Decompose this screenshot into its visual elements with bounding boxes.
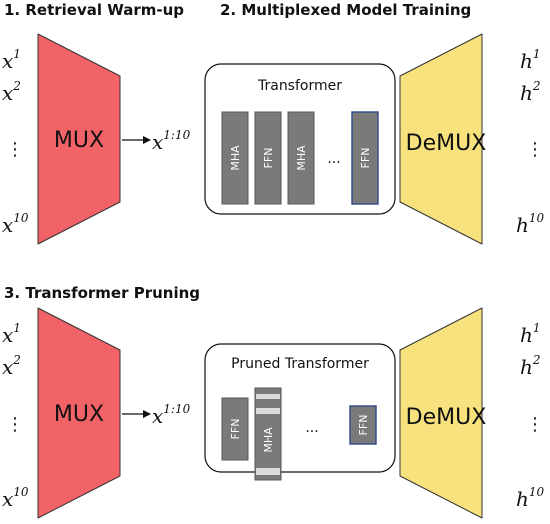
bottom-layer-ffn-1 (221, 397, 249, 461)
bottom-mixed-input: x1:10 (152, 402, 191, 428)
bottom-layer-ellipsis: ... (305, 420, 318, 436)
bottom-layer-ffn-2-label: FFN (357, 415, 370, 436)
top-layer-ffn-1 (254, 111, 282, 205)
bottom-input-2: x2 (2, 353, 21, 379)
bottom-output-10: h10 (516, 485, 545, 511)
bottom-output-1: h1 (520, 321, 541, 347)
top-layer-ffn-2-label: FFN (359, 148, 372, 169)
top-input-2: x2 (2, 79, 21, 105)
top-layer-mha-1-label: MHA (229, 145, 242, 171)
top-input-ellipsis: ⋮ (6, 139, 24, 160)
top-input-1: x1 (2, 47, 21, 73)
bottom-input-10: x10 (2, 485, 29, 511)
section3-heading: 3. Transformer Pruning (4, 284, 200, 302)
bottom-layer-ffn-2 (349, 405, 377, 445)
bottom-layer-mha-label: MHA (262, 427, 275, 453)
top-demux-block (399, 33, 483, 245)
top-layer-mha-2 (287, 111, 315, 205)
section1-heading: 1. Retrieval Warm-up (4, 1, 184, 19)
bottom-mux-label: MUX (54, 402, 104, 427)
bottom-layer-ffn-1-label: FFN (229, 419, 242, 440)
bottom-input-1: x1 (2, 321, 21, 347)
bottom-demux-block (399, 307, 483, 519)
top-transformer-title: Transformer (257, 78, 342, 94)
section2-heading: 2. Multiplexed Model Training (220, 1, 471, 19)
bottom-demux-label: DeMUX (406, 405, 487, 430)
top-layer-ffn-1-label: FFN (262, 148, 275, 169)
top-input-10: x10 (2, 211, 29, 237)
bottom-input-ellipsis: ⋮ (6, 414, 24, 435)
bottom-output-ellipsis: ⋮ (526, 414, 544, 435)
top-mux-label: MUX (54, 128, 104, 153)
top-output-1: h1 (520, 47, 541, 73)
bottom-mux-block (37, 307, 121, 519)
bottom-transformer-box (204, 343, 396, 473)
top-mixed-input: x1:10 (152, 128, 191, 154)
bottom-layer-mha-pruned (254, 387, 282, 481)
top-output-10: h10 (516, 211, 545, 237)
top-output-ellipsis: ⋮ (526, 139, 544, 160)
bottom-output-2: h2 (520, 353, 541, 379)
top-demux-label: DeMUX (406, 131, 487, 156)
top-mux-block (37, 33, 121, 245)
top-output-2: h2 (520, 79, 541, 105)
top-layer-mha-1 (221, 111, 249, 205)
bottom-transformer-title: Pruned Transformer (231, 356, 369, 372)
top-layer-mha-2-label: MHA (295, 145, 308, 171)
top-layer-ellipsis: ... (327, 151, 340, 167)
top-layer-ffn-2 (351, 111, 379, 205)
